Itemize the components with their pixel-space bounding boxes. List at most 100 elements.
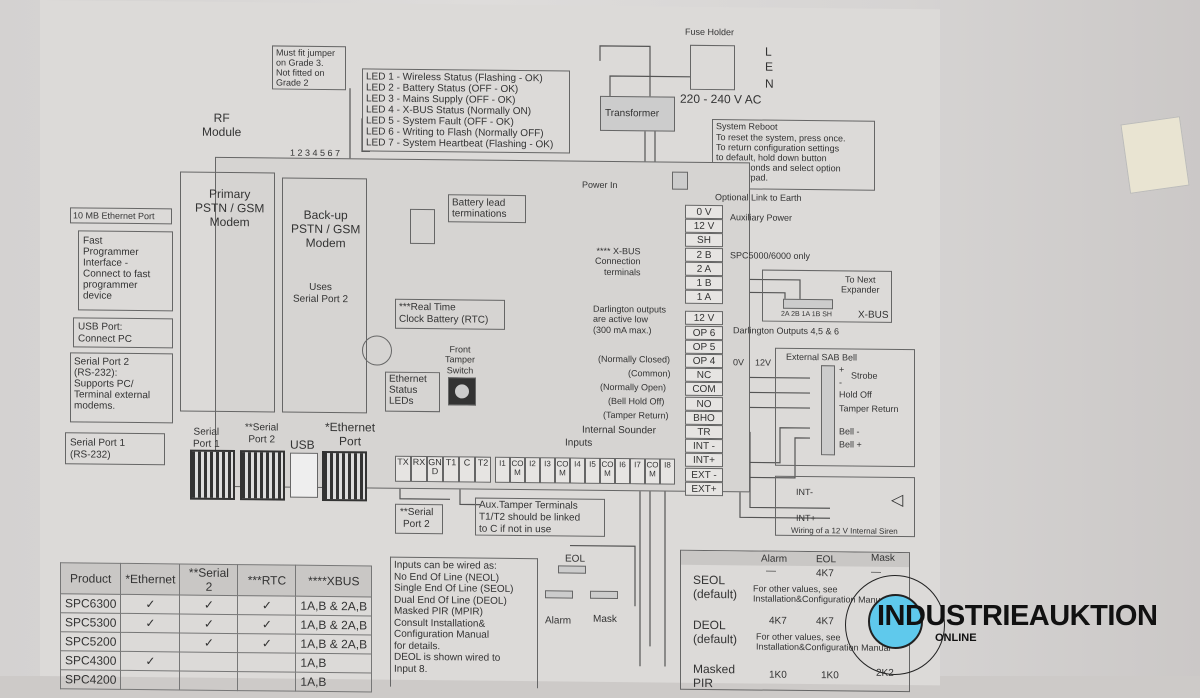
serial-2-note: **Serial Port 2 [395,503,443,535]
product-table: Product*Ethernet**Serial 2***RTC****XBUS… [60,562,372,692]
input-terminal: COM [645,458,660,485]
mpir-eol: 1K0 [821,670,839,682]
mains-voltage: 220 - 240 V AC [680,91,762,107]
deol-label: DEOL(default) [693,617,738,647]
note-line: Single End Of Line (SEOL) [394,582,514,595]
serial-port-2-note: Serial Port 2(RS-232):Supports PC/Termin… [70,352,173,424]
terminal: BHO [685,410,723,425]
note-line: Configuration Manual [394,628,490,641]
serial-port-2-connector[interactable] [240,450,285,501]
table-cell: 1A,B & 2A,B [295,615,372,635]
led-legend: LED 1 - Wireless Status (Flashing - OK) … [362,68,570,154]
table-cell: SPC6300 [60,593,121,614]
note-line: Input 8. [394,663,428,675]
external-sab-bell: External SAB Bell + Strobe - Hold Off Ta… [775,347,915,468]
live-label: L [765,44,772,59]
usb-connector[interactable] [290,452,318,498]
int-minus-label: INT- [796,486,813,498]
watermark-sub: ONLINE [935,632,977,644]
neutral-label: N [765,76,774,91]
note-line: terminations [452,208,507,220]
tamper-switch [448,377,476,406]
ethernet-connector[interactable] [322,450,367,502]
table-cell: 1A,B & 2A,B [295,634,372,654]
terminal: 12 V [685,311,723,326]
table-cell: 1A,B [295,672,372,692]
input-terminal: COM [510,456,525,484]
battery-terminals [410,208,435,245]
table-cell [120,670,180,690]
mask-resistor [590,590,618,600]
aux-terminal: RX [411,455,427,483]
note-line: DEOL is shown wired to [394,651,501,664]
serial-port-1-connector[interactable] [190,449,235,501]
column-header: ***RTC [237,564,296,597]
hold-off-label: Hold Off [839,389,872,400]
note-line: Status [389,384,418,396]
input-terminal: I7 [630,458,645,485]
input-terminal: COM [555,457,570,484]
table-cell [237,652,296,673]
no-desc: (Normally Open) [600,381,667,393]
table-cell: ✓ [120,651,180,671]
inputs-note: Inputs can be wired as:No End Of Line (N… [390,556,538,689]
terminal: OP 5 [685,339,723,354]
terminal: EXT+ [685,481,723,496]
seol-alarm: — [766,565,776,577]
terminal: 12 V [685,218,723,234]
table-cell: ✓ [179,594,238,615]
terminal: TR [685,424,723,440]
note-line: (RS-232) [70,449,111,461]
note-line: **Serial [400,506,434,519]
watermark-logo [845,575,945,675]
xbus-label: X-BUS [858,309,889,321]
note-line: Masked PIR (MPIR) [394,605,483,618]
column-header: ****XBUS [295,565,372,597]
table-cell: ✓ [237,633,296,654]
inputs-label: Inputs [565,437,593,449]
ethernet-port-note: 10 MB Ethernet Port [70,207,172,225]
watermark-name: INDUSTRIEAUKTION [877,600,1158,632]
transformer-label: Transformer [605,107,660,120]
note-line: System Reboot [716,121,778,132]
terminal: 0 V [685,204,723,220]
table-cell: 1A,B [295,653,372,673]
expander-label: Expander [841,284,880,295]
terminal: OP 4 [685,353,723,369]
transformer: Transformer [600,95,675,132]
aux-terminal: C [459,456,475,483]
note-line: T1/T2 should be linked [479,511,581,524]
input-terminal: I8 [660,458,675,485]
note-text: Inputs can be wired as:No End Of Line (N… [394,560,514,676]
input-terminal: I3 [540,457,555,484]
spc-only-label: SPC5000/6000 only [730,250,811,262]
reboot-button[interactable] [672,171,688,190]
earth-link-label: Optional Link to Earth [715,192,802,203]
terminal: 1 B [685,275,723,291]
ethernet-leds-note: Ethernet Status LEDs [385,371,440,413]
darlington-outputs-label: Darlington Outputs 4,5 & 6 [733,325,840,337]
note-line: to C if not in use [479,523,552,536]
table-cell [120,632,180,652]
seol-label: SEOL(default) [693,572,738,602]
logo-disc [868,594,923,649]
column-header: **Serial 2 [179,563,238,596]
deol-alarm: 4K7 [769,615,787,627]
input-terminal: I6 [615,458,630,485]
mask-label: Mask [593,613,617,626]
power-in-label: Power In [582,179,618,191]
sab-bell-title: External SAB Bell [786,351,858,363]
rtc-note: ***Real Time Clock Battery (RTC) [395,298,505,330]
column-header: Product [60,562,121,595]
aux-tamper-note: Aux.Tamper Terminals T1/T2 should be lin… [475,497,605,537]
speaker-icon: ◁ [891,491,904,510]
